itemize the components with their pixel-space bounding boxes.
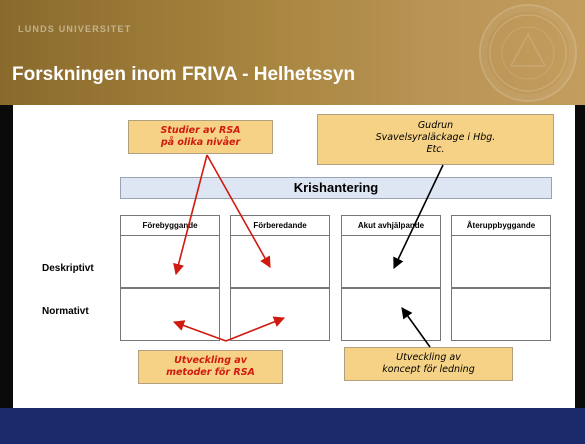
footer-band xyxy=(0,408,585,444)
callout-line: på olika nivåer xyxy=(160,137,241,148)
callout-line: metoder för RSA xyxy=(166,367,255,378)
callout-line: Etc. xyxy=(426,144,445,155)
callout-line: Svavelsyraläckage i Hbg. xyxy=(375,132,496,143)
column-header-preventive: Förebyggande xyxy=(120,215,220,235)
callout-line: koncept för ledning xyxy=(382,364,475,375)
callout-line: Gudrun xyxy=(417,120,454,131)
table-cell xyxy=(230,288,330,341)
table-cell xyxy=(120,235,220,288)
callout-gudrun: Gudrun Svavelsyraläckage i Hbg. Etc. xyxy=(317,114,554,165)
row-label-descriptive: Deskriptivt xyxy=(42,263,94,274)
column-header-rebuilding: Återuppbyggande xyxy=(451,215,551,235)
row-label-normative: Normativt xyxy=(42,306,89,317)
callout-line: Utveckling av xyxy=(396,352,461,363)
header-band: LUNDS UNIVERSITET Forskningen inom FRIVA… xyxy=(0,0,585,105)
callout-line: Utveckling av xyxy=(174,355,247,366)
table-title: Krishantering xyxy=(120,177,552,199)
callout-methods: Utveckling av metoder för RSA xyxy=(138,350,283,384)
table-cell xyxy=(341,288,441,341)
university-seal-icon xyxy=(479,4,577,102)
slide-title: Forskningen inom FRIVA - Helhetssyn xyxy=(12,64,356,85)
table-cell xyxy=(451,235,551,288)
callout-concept: Utveckling av koncept för ledning xyxy=(344,347,513,381)
column-header-preparatory: Förberedande xyxy=(230,215,330,235)
column-header-acute: Akut avhjälpande xyxy=(341,215,441,235)
table-cell xyxy=(230,235,330,288)
table-cell xyxy=(341,235,441,288)
callout-rsa-studies: Studier av RSA på olika nivåer xyxy=(128,120,273,154)
university-name: LUNDS UNIVERSITET xyxy=(18,24,132,34)
callout-line: Studier av RSA xyxy=(160,125,241,136)
table-cell xyxy=(120,288,220,341)
table-cell xyxy=(451,288,551,341)
